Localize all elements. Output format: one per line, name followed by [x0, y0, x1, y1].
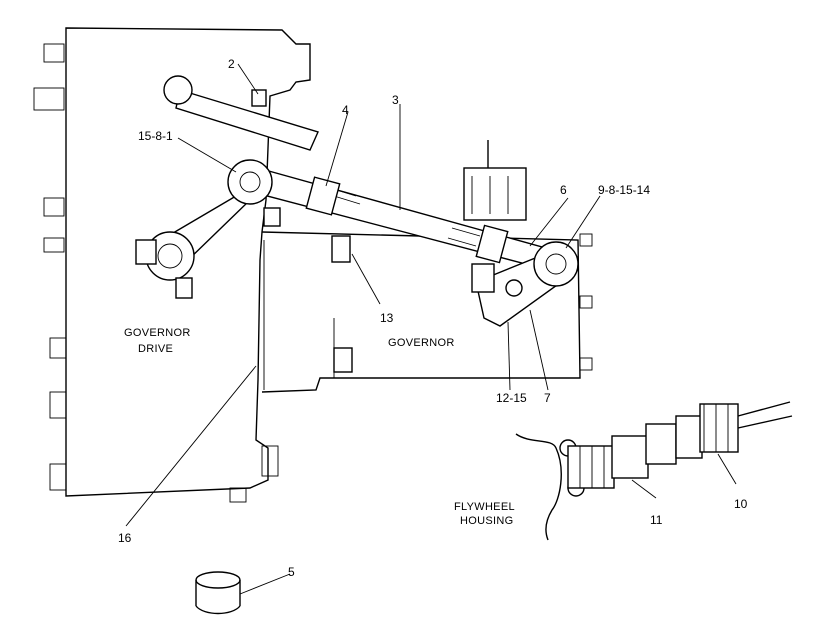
label-flywheel-line1: FLYWHEEL — [454, 501, 515, 513]
leader-lines — [125, 63, 737, 595]
callout-13: 13 — [380, 311, 394, 325]
label-governor-drive-line2: DRIVE — [138, 343, 173, 355]
callout-9-8-15-14: 9-8-15-14 — [598, 183, 650, 197]
linkage-rod — [227, 159, 561, 273]
control-lever — [163, 75, 319, 151]
governor-body — [261, 231, 593, 393]
callout-12-15: 12-15 — [496, 391, 527, 405]
callout-6: 6 — [560, 183, 567, 197]
callout-3: 3 — [392, 93, 399, 107]
callout-7: 7 — [544, 391, 551, 405]
label-governor: GOVERNOR — [388, 337, 455, 349]
governor-lever — [471, 241, 580, 327]
flywheel-fitting — [515, 401, 793, 541]
label-flywheel-line2: HOUSING — [460, 515, 513, 527]
governor-top-fitting — [463, 140, 527, 221]
label-governor-drive-line1: GOVERNOR — [124, 327, 191, 339]
callout-2: 2 — [228, 57, 235, 71]
shaft-arm — [135, 195, 251, 299]
callout-10: 10 — [734, 497, 748, 511]
callout-5: 5 — [288, 565, 295, 579]
cup-part-5 — [195, 571, 241, 615]
callout-4: 4 — [342, 103, 349, 117]
callout-16: 16 — [118, 531, 132, 545]
callout-11: 11 — [650, 513, 663, 527]
callout-15-8-1: 15-8-1 — [138, 129, 173, 143]
